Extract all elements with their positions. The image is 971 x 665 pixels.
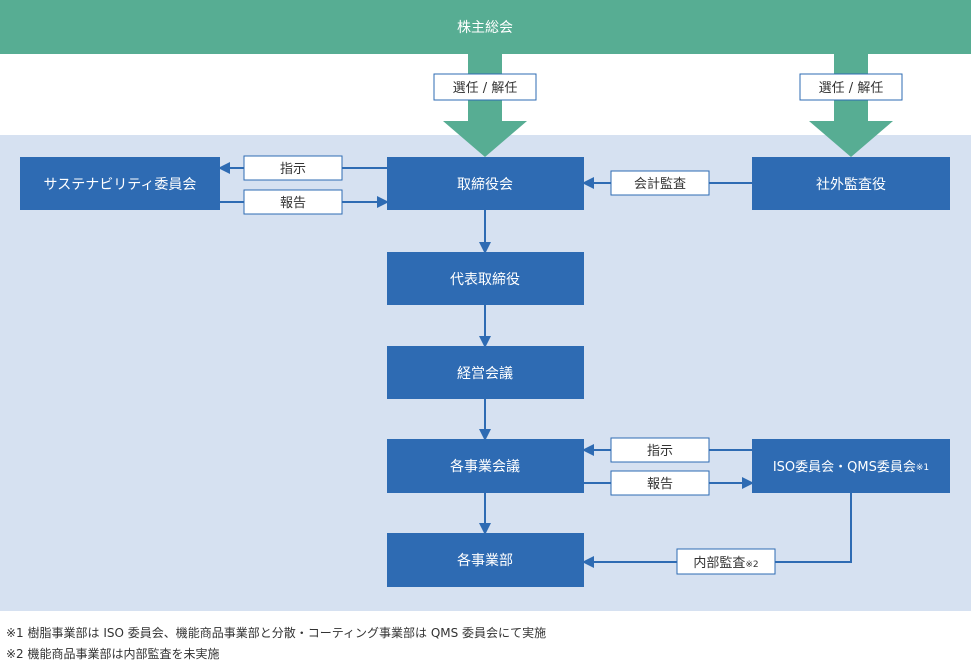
- appointment-label-left: 選任 / 解任: [453, 81, 518, 96]
- label-internal-audit: 内部監査: [693, 555, 745, 571]
- shareholders-banner: [0, 0, 971, 54]
- node-president: 代表取締役: [450, 271, 520, 288]
- appointment-label-right: 選任 / 解任: [819, 81, 884, 96]
- node-iso-qms-label: ISO委員会・QMS委員会※1: [773, 460, 929, 475]
- label-report-top: 報告: [280, 196, 306, 211]
- node-business-meeting: 各事業会議: [450, 458, 520, 475]
- node-board-box: [387, 157, 584, 210]
- appointment-arrow-left: [443, 54, 527, 157]
- node-divisions-box: [387, 533, 584, 587]
- node-management: 経営会議: [457, 365, 513, 382]
- label-instruct-top-box: [243, 155, 343, 181]
- label-internal-audit-text: 内部監査※2: [693, 555, 758, 571]
- node-iso-qms-box: [752, 439, 950, 493]
- label-instruct-top: 指示: [280, 162, 306, 177]
- node-president-box: [387, 252, 584, 305]
- appointment-label-left-box: [433, 73, 537, 101]
- label-internal-audit-mark: ※2: [745, 560, 758, 570]
- node-iso-qms: ISO委員会・QMS委員会: [773, 460, 916, 475]
- label-instruct-mid: 指示: [647, 444, 673, 459]
- label-accounting-audit: 会計監査: [634, 176, 686, 192]
- label-instruct-mid-box: [610, 437, 710, 463]
- footnote-2: ※2 機能商品事業部は内部監査を未実施: [6, 647, 220, 661]
- footnote-1: ※1 樹脂事業部は ISO 委員会、機能商品事業部と分散・コーティング事業部は …: [6, 626, 547, 640]
- shareholders-label: 株主総会: [457, 20, 513, 36]
- label-report-top-box: [243, 189, 343, 215]
- label-report-mid: 報告: [647, 477, 673, 492]
- node-board: 取締役会: [457, 176, 513, 193]
- appointment-label-right-box: [799, 73, 903, 101]
- node-sustainability-box: [20, 157, 220, 210]
- label-accounting-audit-box: [610, 170, 710, 196]
- node-management-box: [387, 346, 584, 399]
- node-auditor-box: [752, 157, 950, 210]
- appointment-arrow-right: [809, 54, 893, 157]
- node-auditor: 社外監査役: [816, 176, 886, 193]
- label-report-mid-box: [610, 470, 710, 496]
- node-iso-qms-mark: ※1: [916, 463, 929, 473]
- node-divisions: 各事業部: [457, 553, 513, 569]
- connector-iso-to-divisions: [582, 493, 852, 568]
- node-sustainability: サステナビリティ委員会: [44, 177, 197, 193]
- node-business-meeting-box: [387, 439, 584, 493]
- label-internal-audit-box: [676, 548, 776, 575]
